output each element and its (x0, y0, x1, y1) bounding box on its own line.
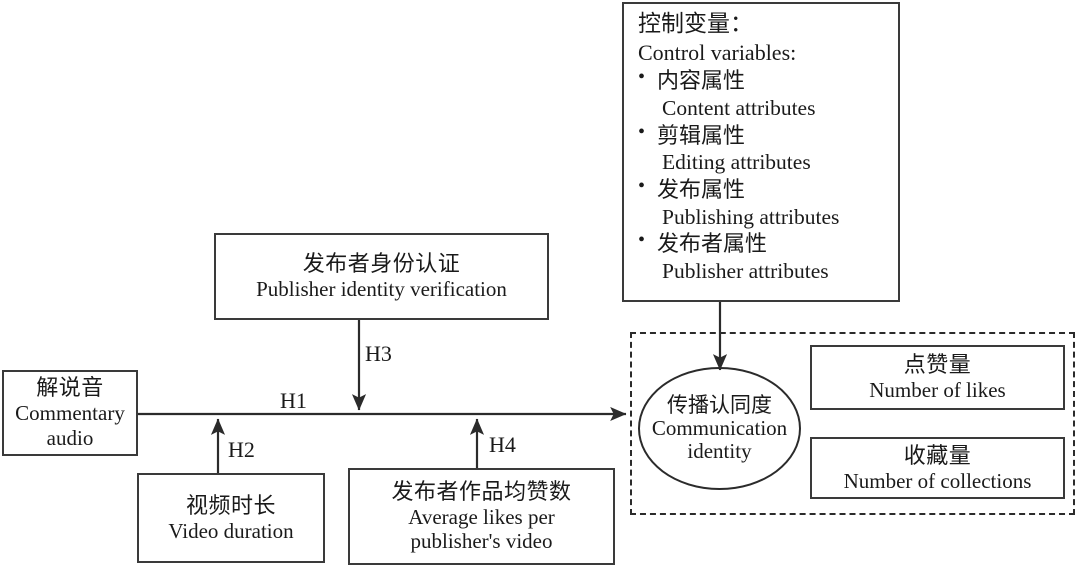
node-label-en-line2: publisher's video (410, 529, 553, 554)
hypothesis-label-h1: H1 (280, 388, 307, 413)
node-label-en: Number of collections (843, 468, 1032, 493)
node-label-en: Video duration (168, 518, 294, 543)
hypothesis-label-h2: H2 (228, 437, 255, 462)
control-variables-list: • 内容属性 Content attributes • 剪辑属性 Editing… (638, 66, 888, 285)
bullet-icon: • (638, 120, 646, 143)
control-item-cn: 剪辑属性 (657, 122, 746, 148)
list-item: • 发布者属性 Publisher attributes (638, 229, 888, 284)
control-item-en: Content attributes (662, 95, 816, 120)
control-item-en: Publisher attributes (662, 258, 829, 283)
node-number-of-collections: 收藏量 Number of collections (810, 437, 1065, 499)
bullet-icon: • (638, 229, 646, 252)
outcome-group-dashed-container (630, 332, 1075, 515)
control-item-en: Publishing attributes (662, 204, 840, 229)
control-variables-header-cn: 控制变量： (638, 11, 753, 36)
node-label-en-line1: Communication (651, 415, 788, 440)
list-item: • 剪辑属性 Editing attributes (638, 120, 888, 176)
node-communication-identity: 传播认同度 Communication identity (638, 367, 801, 490)
control-variables-header-en: Control variables: (638, 39, 797, 65)
control-item-cn: 发布属性 (657, 177, 746, 202)
node-publisher-identity-verification: 发布者身份认证 Publisher identity verification (214, 233, 549, 320)
bullet-icon: • (638, 175, 646, 197)
node-label-cn: 发布者作品均赞数 (391, 478, 572, 504)
node-video-duration: 视频时长 Video duration (137, 473, 325, 563)
list-item: • 内容属性 Content attributes (638, 66, 888, 121)
list-item: • 发布属性 Publishing attributes (638, 175, 888, 230)
node-label-en-line2: identity (687, 439, 752, 464)
node-label-en: Publisher identity verification (256, 277, 507, 302)
node-label-cn: 发布者身份认证 (302, 251, 461, 277)
hypothesis-label-h3: H3 (365, 341, 392, 366)
node-label-cn: 收藏量 (903, 442, 972, 468)
node-label-cn: 视频时长 (185, 492, 276, 518)
node-label-en-line2: audio (46, 425, 94, 450)
control-item-en: Editing attributes (662, 150, 811, 175)
node-commentary-audio: 解说音 Commentary audio (2, 370, 138, 456)
node-label-cn: 点赞量 (903, 352, 972, 378)
control-variables-panel: 控制变量： Control variables: • 内容属性 Content … (622, 2, 900, 302)
node-label-en-line1: Commentary (15, 401, 125, 426)
bullet-icon: • (638, 66, 646, 89)
node-label-en: Number of likes (869, 378, 1006, 403)
node-label-en-line1: Average likes per (408, 504, 555, 529)
node-number-of-likes: 点赞量 Number of likes (810, 345, 1065, 410)
node-average-likes-per-publisher-video: 发布者作品均赞数 Average likes per publisher's v… (348, 468, 615, 565)
control-item-cn: 发布者属性 (657, 231, 768, 257)
node-label-cn: 传播认同度 (667, 392, 772, 417)
node-label-cn: 解说音 (36, 375, 104, 401)
control-item-cn: 内容属性 (657, 68, 746, 94)
hypothesis-label-h4: H4 (489, 432, 516, 457)
